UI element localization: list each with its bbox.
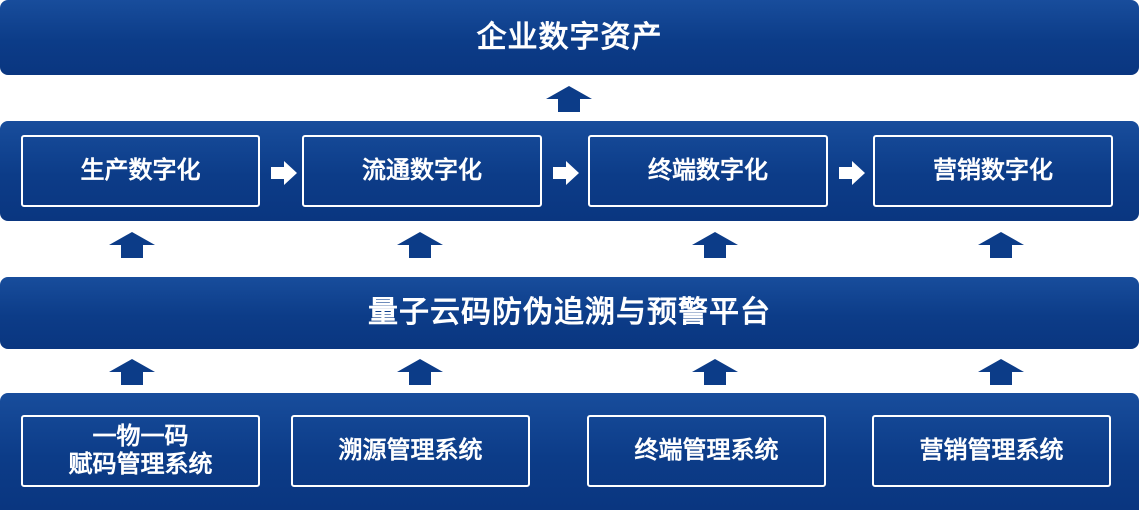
right-arrow-icon [271, 161, 297, 185]
stage-terminal-box: 终端数字化 [588, 135, 828, 207]
system-traceability-box: 溯源管理系统 [291, 415, 530, 487]
stage-production-box: 生产数字化 [21, 135, 260, 207]
up-arrow-icon [397, 359, 443, 385]
system-terminal-label: 终端管理系统 [634, 436, 779, 465]
up-arrow-icon [109, 232, 155, 258]
right-arrow-icon [553, 161, 579, 185]
platform-band: 量子云码防伪追溯与预警平台 [0, 277, 1139, 349]
stage-marketing-label: 营销数字化 [933, 156, 1053, 185]
enterprise-digital-assets-band: 企业数字资产 [0, 0, 1139, 75]
platform-title: 量子云码防伪追溯与预警平台 [368, 295, 771, 330]
enterprise-digital-assets-title: 企业数字资产 [476, 20, 663, 55]
up-arrow-icon [109, 359, 155, 385]
stage-terminal-label: 终端数字化 [648, 156, 768, 185]
system-terminal-box: 终端管理系统 [587, 415, 826, 487]
digitalization-band: 生产数字化 流通数字化 终端数字化 营销数字化 [0, 121, 1139, 221]
stage-marketing-box: 营销数字化 [873, 135, 1113, 207]
up-arrow-icon [978, 232, 1024, 258]
system-traceability-label: 溯源管理系统 [338, 436, 483, 465]
right-arrow-icon [839, 161, 865, 185]
up-arrow-icon [692, 359, 738, 385]
system-coding-line2: 赋码管理系统 [68, 450, 213, 478]
system-marketing-box: 营销管理系统 [872, 415, 1111, 487]
systems-band: 一物一码 赋码管理系统 溯源管理系统 终端管理系统 营销管理系统 [0, 393, 1139, 510]
up-arrow-icon [692, 232, 738, 258]
system-coding-box: 一物一码 赋码管理系统 [21, 415, 260, 487]
system-marketing-label: 营销管理系统 [919, 436, 1064, 465]
stage-circulation-label: 流通数字化 [362, 156, 482, 185]
stage-circulation-box: 流通数字化 [302, 135, 542, 207]
stage-production-label: 生产数字化 [80, 156, 201, 185]
system-coding-line1: 一物一码 [92, 422, 189, 451]
up-arrow-icon [397, 232, 443, 258]
up-arrow-icon [546, 86, 592, 112]
up-arrow-icon [978, 359, 1024, 385]
